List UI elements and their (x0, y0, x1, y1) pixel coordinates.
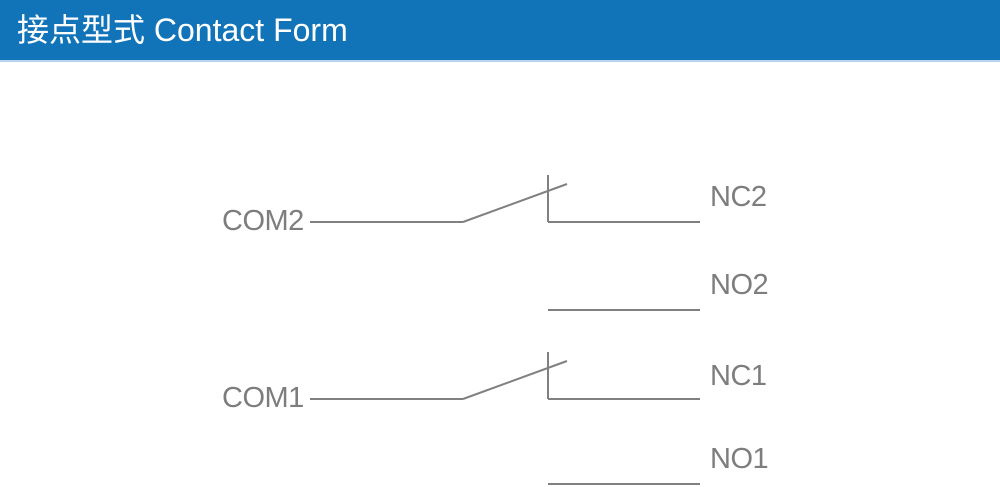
section-header: 接点型式 Contact Form (0, 0, 1000, 62)
com1-switch-arm (462, 360, 568, 400)
label-nc2: NC2 (710, 181, 767, 213)
com2-switch-arm (462, 183, 568, 223)
label-com2: COM2 (222, 205, 304, 237)
label-no1: NO1 (710, 443, 769, 475)
label-com1: COM1 (222, 382, 304, 414)
section-title: 接点型式 Contact Form (17, 12, 348, 48)
label-nc1: NC1 (710, 360, 767, 392)
label-no2: NO2 (710, 269, 769, 301)
